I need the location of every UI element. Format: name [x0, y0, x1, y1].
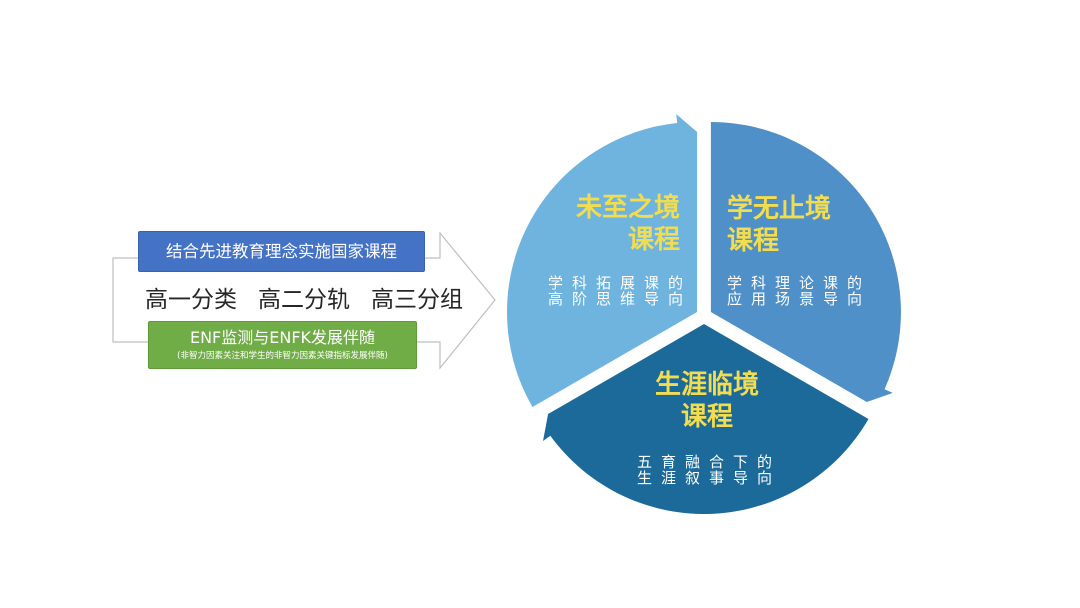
segment-description: 五育融合下的 生涯叙事导向	[637, 454, 781, 486]
segment-description: 学科理论课的 应用场景导向	[727, 275, 871, 307]
segment-title: 未至之境 课程	[548, 192, 680, 256]
segment-title: 学无止境 课程	[727, 193, 867, 257]
segment-description: 学科拓展课的 高阶思维导向	[548, 275, 692, 307]
cycle-segment-shengyalinjing	[543, 324, 869, 514]
enf-monitoring-note: (非智力因素关注和学生的非智力因素关键指标发展伴随)	[177, 351, 388, 361]
enf-monitoring-box: ENF监测与ENFK发展伴随 (非智力因素关注和学生的非智力因素关键指标发展伴随…	[148, 321, 417, 369]
national-curriculum-box: 结合先进教育理念实施国家课程	[138, 231, 425, 272]
segment-title-line: 学无止境	[727, 194, 832, 224]
segment-description-line: 应用场景导向	[727, 290, 872, 308]
segment-title-line: 课程	[727, 226, 780, 256]
segment-description-line: 学科拓展课的	[548, 274, 693, 292]
segment-description-line: 高阶思维导向	[548, 290, 693, 308]
segment-description-line: 学科理论课的	[727, 274, 872, 292]
grade-item: 高一分类	[145, 287, 237, 313]
segment-title-line: 课程	[627, 225, 680, 255]
segment-title-line: 课程	[680, 402, 733, 432]
grade-strategy-row: 高一分类 高二分轨 高三分组	[145, 287, 463, 313]
segment-description-line: 生涯叙事导向	[637, 469, 782, 487]
segment-title: 生涯临境 课程	[607, 369, 807, 433]
national-curriculum-label: 结合先进教育理念实施国家课程	[166, 242, 397, 261]
grade-item: 高二分轨	[258, 287, 350, 313]
cycle-segment-weizhizhijing	[507, 114, 698, 407]
segment-title-line: 未至之境	[575, 193, 680, 223]
grade-item: 高三分组	[371, 287, 463, 313]
segment-title-line: 生涯临境	[654, 370, 759, 400]
enf-monitoring-label: ENF监测与ENFK发展伴随	[189, 328, 376, 347]
cycle-diagram	[507, 114, 901, 514]
cycle-segment-xuewuzhijing	[710, 122, 901, 402]
segment-description-line: 五育融合下的	[637, 453, 782, 471]
